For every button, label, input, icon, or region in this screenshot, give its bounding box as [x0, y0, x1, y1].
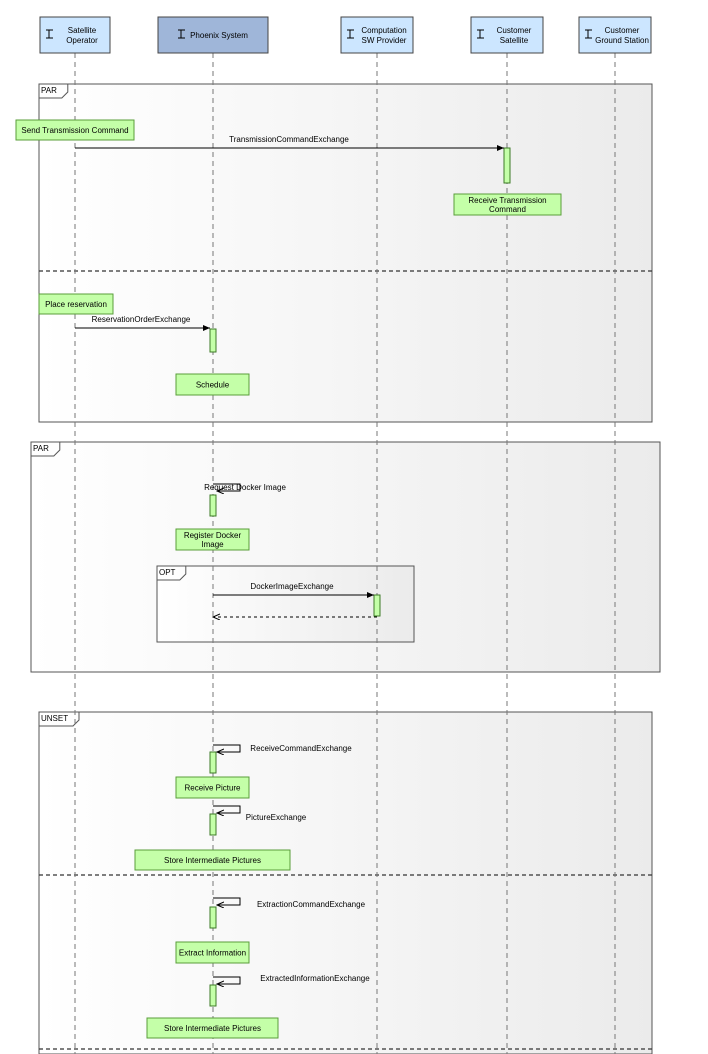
- lifeline-name: Ground Station: [595, 36, 649, 45]
- message-m1[interactable]: TransmissionCommandExchange: [75, 135, 504, 151]
- fragment-operator-tab: [157, 566, 187, 581]
- fragment-frame: [38, 711, 653, 1054]
- activation-bar: [373, 594, 381, 617]
- fragment-operator-tab: [39, 712, 80, 727]
- message-m4[interactable]: DockerImageExchange: [213, 582, 374, 598]
- fragment-operator-tab: [39, 84, 69, 99]
- action-label: Image: [201, 540, 224, 549]
- lifeline-head-box: [578, 16, 652, 54]
- action-label: Register Docker: [184, 531, 242, 540]
- message-label: PictureExchange: [246, 813, 307, 822]
- block-icon: [347, 29, 354, 39]
- action-label: Receive Picture: [184, 784, 241, 793]
- action-label: Extract Information: [179, 949, 246, 958]
- lifeline-head-box: [157, 16, 269, 54]
- lifeline-name: Customer: [605, 26, 640, 35]
- action-box: [15, 119, 135, 141]
- activation-bar: [209, 751, 217, 774]
- message-m3[interactable]: Request Docker Image: [204, 483, 286, 492]
- activation-bar: [209, 984, 217, 1007]
- block-icon: [178, 29, 185, 39]
- action-receive-transmission[interactable]: Receive TransmissionCommand: [453, 193, 562, 216]
- fragment-par1[interactable]: PAR: [38, 83, 653, 423]
- lifeline-name: Satellite: [68, 26, 97, 35]
- message-m7[interactable]: PictureExchange: [213, 805, 307, 822]
- self-message-arrow: [213, 483, 241, 491]
- lifeline-name: Phoenix System: [190, 31, 248, 40]
- lifeline-head-box: [39, 16, 111, 54]
- action-label: Send Transmission Command: [21, 126, 128, 135]
- activation-bar: [209, 813, 217, 836]
- message-label: ReceiveCommandExchange: [250, 744, 352, 753]
- action-register-docker[interactable]: Register DockerImage: [175, 528, 250, 551]
- message-m9[interactable]: ExtractedInformationExchange: [213, 974, 370, 984]
- message-m6[interactable]: ReceiveCommandExchange: [213, 744, 352, 753]
- lifeline-name: Operator: [66, 36, 98, 45]
- message-label: Request Docker Image: [204, 483, 286, 492]
- fragment-operator-tab: [31, 442, 61, 457]
- action-box: [146, 1017, 279, 1039]
- self-message-arrow: [213, 976, 241, 984]
- message-label: ExtractionCommandExchange: [257, 900, 366, 909]
- fragment-unset1[interactable]: UNSET: [38, 711, 653, 1054]
- lifeline-head-box: [470, 16, 544, 54]
- lifeline-name: Customer: [497, 26, 532, 35]
- action-store-intermediate-2[interactable]: Store Intermediate Pictures: [146, 1017, 279, 1039]
- self-message-arrow: [213, 744, 241, 752]
- activation-bar: [209, 906, 217, 929]
- message-m2[interactable]: ReservationOrderExchange: [75, 315, 210, 331]
- action-receive-picture[interactable]: Receive Picture: [175, 776, 250, 799]
- lifeline-name: Computation: [361, 26, 406, 35]
- self-message-arrow: [213, 897, 241, 905]
- action-label: Place reservation: [45, 300, 107, 309]
- action-store-intermediate-1[interactable]: Store Intermediate Pictures: [134, 849, 291, 871]
- fragment-frame: [38, 83, 653, 423]
- lifeline-phoenix-head[interactable]: Phoenix System: [157, 16, 269, 54]
- action-label: Store Intermediate Pictures: [164, 1024, 261, 1033]
- fragment-opt1[interactable]: OPT: [156, 565, 415, 643]
- message-label: ExtractedInformationExchange: [260, 974, 370, 983]
- message-m8[interactable]: ExtractionCommandExchange: [213, 897, 366, 909]
- fragment-frame: [156, 565, 415, 643]
- fragment-operator-label: PAR: [41, 86, 57, 95]
- action-extract-information[interactable]: Extract Information: [175, 941, 250, 964]
- lifeline-name: SW Provider: [362, 36, 407, 45]
- action-send-transmission[interactable]: Send Transmission Command: [15, 119, 135, 141]
- message-label: DockerImageExchange: [250, 582, 334, 591]
- fragment-par2[interactable]: PAR: [30, 441, 661, 673]
- activation-bar: [209, 328, 217, 353]
- block-icon: [46, 29, 53, 39]
- message-label: ReservationOrderExchange: [92, 315, 191, 324]
- fragment-operator-label: PAR: [33, 444, 49, 453]
- action-box: [175, 776, 250, 799]
- action-box: [453, 193, 562, 216]
- activation-bar: [209, 494, 217, 517]
- action-label: Receive Transmission: [468, 196, 546, 205]
- lifeline-name: Satellite: [500, 36, 529, 45]
- action-box: [38, 293, 114, 315]
- action-place-reservation[interactable]: Place reservation: [38, 293, 114, 315]
- action-box: [175, 941, 250, 964]
- action-label: Command: [489, 205, 526, 214]
- action-box: [134, 849, 291, 871]
- activation-bar: [503, 147, 511, 184]
- fragment-operator-label: OPT: [159, 568, 176, 577]
- self-message-arrow: [213, 805, 241, 813]
- action-label: Schedule: [196, 381, 230, 390]
- block-icon: [585, 29, 592, 39]
- block-icon: [477, 29, 484, 39]
- lifeline-head-box: [340, 16, 414, 54]
- action-box: [175, 528, 250, 551]
- fragment-operator-label: UNSET: [41, 714, 68, 723]
- action-schedule[interactable]: Schedule: [175, 373, 250, 396]
- action-label: Store Intermediate Pictures: [164, 856, 261, 865]
- message-label: TransmissionCommandExchange: [229, 135, 349, 144]
- action-box: [175, 373, 250, 396]
